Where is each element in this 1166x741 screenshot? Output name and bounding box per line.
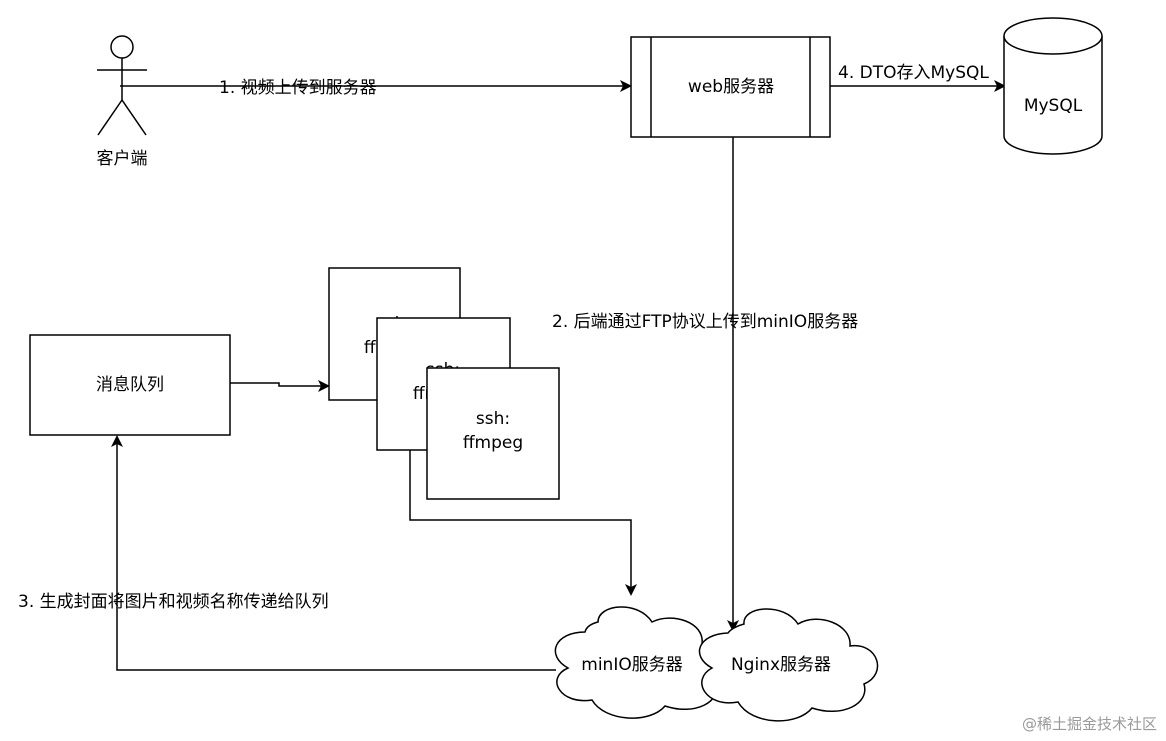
nginx-label: Nginx服务器 xyxy=(731,655,831,675)
watermark-text: @稀土掘金技术社区 xyxy=(1022,715,1157,733)
ffmpeg-worker-front xyxy=(426,367,560,500)
edge-label-ftp-upload: 2. 后端通过FTP协议上传到minIO服务器 xyxy=(552,312,858,332)
edge-ffmpeg-to-minio xyxy=(409,450,637,596)
ffmpeg-front-line2: ffmpeg xyxy=(463,433,523,453)
client-label: 客户端 xyxy=(97,149,148,169)
edge-label-cover-to-queue: 3. 生成封面将图片和视频名称传递给队列 xyxy=(18,592,329,612)
minio-label: minIO服务器 xyxy=(581,655,682,675)
web-server-node xyxy=(630,36,831,138)
edge-minio-to-queue xyxy=(111,435,556,671)
edge-label-dto-to-mysql: 4. DTO存入MySQL xyxy=(838,63,989,83)
nginx-cloud-icon xyxy=(698,608,879,722)
edge-queue-to-ffmpeg xyxy=(230,380,330,392)
web-server-label: web服务器 xyxy=(688,77,774,97)
message-queue-label: 消息队列 xyxy=(96,375,164,395)
client-actor-icon xyxy=(97,35,147,136)
mysql-database-icon xyxy=(1003,17,1103,155)
message-queue-node xyxy=(29,334,231,436)
ffmpeg-front-line1: ssh: xyxy=(476,409,510,429)
edge-label-upload-video: 1. 视频上传到服务器 xyxy=(219,78,377,98)
mysql-label: MySQL xyxy=(1024,96,1083,116)
